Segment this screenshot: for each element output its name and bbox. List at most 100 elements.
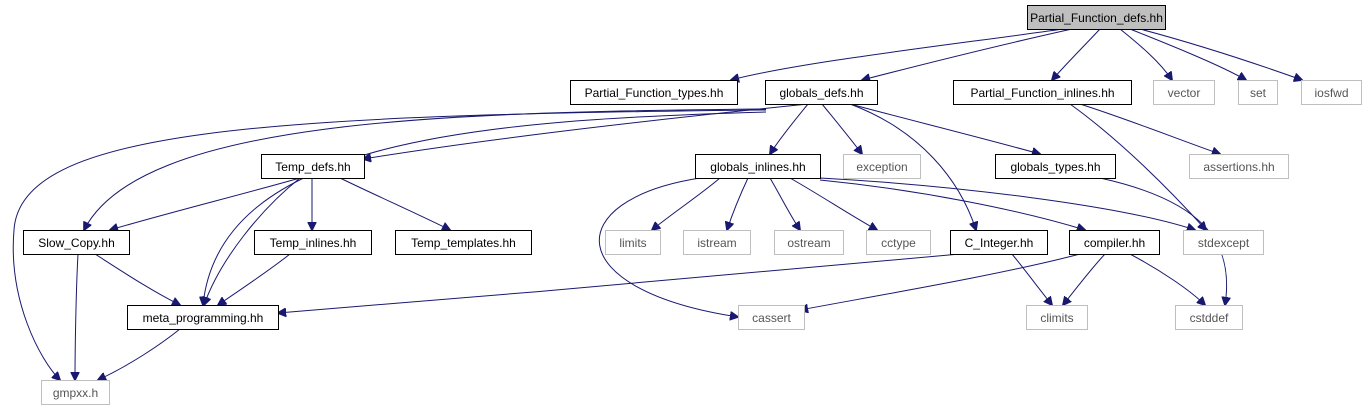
node-limits: limits xyxy=(605,230,661,255)
node-cassert: cassert xyxy=(738,305,805,330)
node-box xyxy=(570,80,738,105)
edge-globals_types-to-cstddef xyxy=(1099,177,1227,305)
node-label: assertions.hh xyxy=(1203,160,1274,174)
node-label: climits xyxy=(1040,311,1073,325)
node-gmpxx: gmpxx.h xyxy=(41,380,110,405)
node-box xyxy=(843,154,921,179)
node-box xyxy=(1238,80,1278,105)
node-pf-inlines[interactable]: Partial_Function_inlines.hh xyxy=(953,80,1132,105)
node-iosfwd: iosfwd xyxy=(1301,80,1362,105)
nodes-layer: Partial_Function_defs.hhPartial_Function… xyxy=(23,5,1362,405)
edge-root-to-iosfwd xyxy=(1139,28,1302,80)
edge-root-to-set xyxy=(1129,28,1246,80)
node-climits: climits xyxy=(1026,305,1088,330)
node-label: iosfwd xyxy=(1314,86,1348,100)
node-label: vector xyxy=(1168,86,1201,100)
node-label: ostream xyxy=(787,236,830,250)
node-box xyxy=(765,80,878,105)
node-box xyxy=(23,230,130,255)
node-assertions: assertions.hh xyxy=(1189,154,1289,179)
edge-globals_defs-to-gmpxx xyxy=(12,109,767,380)
node-box xyxy=(774,230,844,255)
edge-globals_inlines-to-cctype xyxy=(789,177,877,230)
node-box xyxy=(950,230,1048,255)
edge-slow_copy-to-meta_programming xyxy=(94,253,180,305)
edge-globals_inlines-to-compiler xyxy=(819,179,1085,230)
node-box xyxy=(866,230,931,255)
node-label: cctype xyxy=(881,236,916,250)
node-label: Temp_defs.hh xyxy=(275,160,350,174)
edge-compiler-to-cassert xyxy=(800,253,1081,310)
node-vector: vector xyxy=(1153,80,1215,105)
node-label: limits xyxy=(619,236,646,250)
node-box xyxy=(1027,5,1166,30)
node-temp-defs[interactable]: Temp_defs.hh xyxy=(261,154,365,179)
node-istream: istream xyxy=(683,230,751,255)
edge-globals_defs-to-temp_defs xyxy=(363,103,809,159)
node-box xyxy=(41,380,110,405)
node-root[interactable]: Partial_Function_defs.hh xyxy=(1027,5,1166,30)
node-label: stdexcept xyxy=(1198,236,1250,250)
node-box xyxy=(127,305,279,330)
edge-globals_defs-to-meta_programming xyxy=(203,111,767,305)
edge-c_integer-to-climits xyxy=(1011,253,1052,305)
node-box xyxy=(395,230,532,255)
node-temp-templates[interactable]: Temp_templates.hh xyxy=(395,230,532,255)
edge-meta_programming-to-gmpxx xyxy=(98,328,181,380)
edge-globals_defs-to-globals_types xyxy=(849,103,1040,154)
edge-globals_defs-to-exception xyxy=(821,103,862,154)
edge-compiler-to-cstddef xyxy=(1129,253,1205,305)
node-temp-inlines[interactable]: Temp_inlines.hh xyxy=(254,230,372,255)
node-box xyxy=(1069,230,1160,255)
node-globals-types[interactable]: globals_types.hh xyxy=(995,154,1116,179)
node-compiler[interactable]: compiler.hh xyxy=(1069,230,1160,255)
edge-root-to-vector xyxy=(1119,28,1172,80)
node-label: C_Integer.hh xyxy=(965,236,1034,250)
node-label: exception xyxy=(856,160,907,174)
edge-globals_inlines-to-istream xyxy=(727,177,749,230)
node-label: Partial_Function_inlines.hh xyxy=(970,86,1114,100)
edge-compiler-to-climits xyxy=(1063,253,1106,305)
node-box xyxy=(254,230,372,255)
edge-c_integer-to-meta_programming xyxy=(278,253,961,313)
node-label: Temp_inlines.hh xyxy=(270,236,357,250)
edge-root-to-pf_inlines xyxy=(1052,28,1101,80)
node-label: globals_defs.hh xyxy=(779,86,863,100)
node-label: Temp_templates.hh xyxy=(411,236,516,250)
edge-globals_inlines-to-ostream xyxy=(769,177,800,230)
node-exception: exception xyxy=(843,154,921,179)
node-meta-programming[interactable]: meta_programming.hh xyxy=(127,305,279,330)
node-pf-types[interactable]: Partial_Function_types.hh xyxy=(570,80,738,105)
node-c-integer[interactable]: C_Integer.hh xyxy=(950,230,1048,255)
node-box xyxy=(695,154,821,179)
edge-temp_defs-to-slow_copy xyxy=(110,177,301,230)
node-box xyxy=(1183,230,1264,255)
edge-globals_defs-to-globals_inlines xyxy=(770,103,809,154)
node-label: meta_programming.hh xyxy=(143,311,264,325)
node-box xyxy=(605,230,661,255)
edge-temp_defs-to-temp_templates xyxy=(339,177,450,230)
edges-layer xyxy=(12,28,1302,380)
node-label: istream xyxy=(697,236,736,250)
node-box xyxy=(995,154,1116,179)
node-globals-inlines[interactable]: globals_inlines.hh xyxy=(695,154,821,179)
edge-root-to-globals_defs xyxy=(862,28,1073,80)
node-label: compiler.hh xyxy=(1084,236,1145,250)
edge-globals_inlines-to-cassert xyxy=(598,177,738,317)
node-label: gmpxx.h xyxy=(53,386,98,400)
node-box xyxy=(1301,80,1362,105)
edge-root-to-pf_types xyxy=(731,28,1064,80)
node-box xyxy=(1175,305,1243,330)
node-box xyxy=(1026,305,1088,330)
node-label: Partial_Function_defs.hh xyxy=(1030,11,1163,25)
node-cctype: cctype xyxy=(866,230,931,255)
edge-globals_inlines-to-limits xyxy=(652,177,721,230)
edge-slow_copy-to-gmpxx xyxy=(75,253,78,380)
node-globals-defs[interactable]: globals_defs.hh xyxy=(765,80,878,105)
edge-globals_defs-to-c_integer xyxy=(849,103,976,230)
node-label: Partial_Function_types.hh xyxy=(585,86,724,100)
node-slow-copy[interactable]: Slow_Copy.hh xyxy=(23,230,130,255)
node-ostream: ostream xyxy=(774,230,844,255)
node-set: set xyxy=(1238,80,1278,105)
